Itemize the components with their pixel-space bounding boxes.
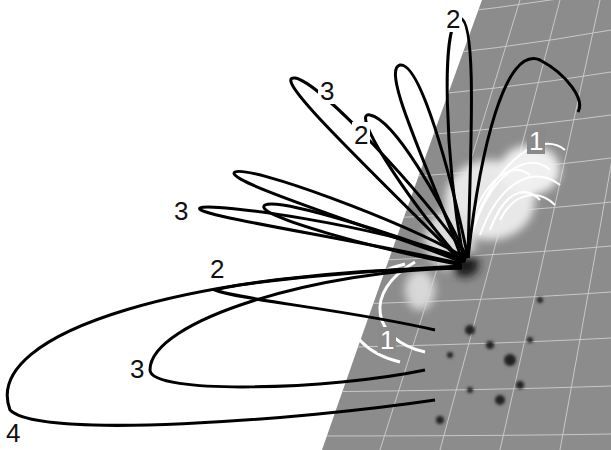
callout-number: 2 bbox=[444, 6, 462, 32]
callout-number: 3 bbox=[128, 356, 146, 382]
callout-number: 1 bbox=[527, 128, 545, 154]
callout-number: 3 bbox=[318, 78, 336, 104]
sunspots bbox=[436, 297, 543, 424]
callout-number: 3 bbox=[172, 198, 190, 224]
callout-number: 2 bbox=[352, 122, 370, 148]
callout-number: 2 bbox=[208, 256, 226, 282]
callout-number: 4 bbox=[4, 420, 22, 446]
callout-number: 1 bbox=[378, 327, 396, 353]
field-lines bbox=[7, 18, 579, 425]
